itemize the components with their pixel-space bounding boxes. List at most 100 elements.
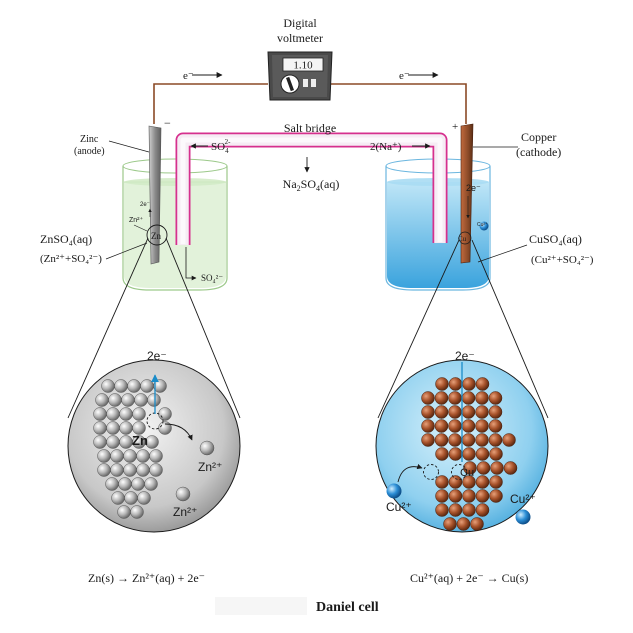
copper-solution-ions: (Cu²⁺+SO₄²⁻) [531,254,594,266]
external-wire [153,83,467,124]
copper-atom [461,405,476,419]
zinc-atom [117,505,131,519]
copper-label: Copper (cathode) [473,130,561,159]
copper-atom [489,489,503,503]
copper-atom [421,433,435,447]
copper-atom [435,377,449,391]
anode-oxidation-detail: Zn 2e⁻ Zn²⁺ SO₄²⁻ ZnSO₄(aq) (Zn²⁺+SO₄²⁻) [40,202,223,283]
copper-atom [462,475,476,489]
zinc-atom [106,421,120,435]
zinc-atom [149,449,163,463]
zinc-atom [108,393,122,407]
copper-atom [448,433,462,447]
electron-flow-left: e⁻ [183,70,223,82]
zinc-ion-label-2: Zn²⁺ [173,505,197,519]
copper-atom [462,503,476,517]
cathode-half-equation: Cu²⁺(aq) + 2e⁻ → Cu(s) [410,571,528,585]
copper-atom [489,447,503,461]
copper-atom [503,461,518,475]
copper-atom [488,433,503,447]
digital-voltmeter: Digital voltmeter 1.10 [267,16,333,101]
bridge-sodium-ion: 2(Na⁺) [370,141,402,153]
drifting-sulfate-ion: SO₄²⁻ [201,273,223,283]
copper-atom [488,405,503,419]
zinc-atom [134,393,148,407]
copper-atom [476,461,491,475]
zinc-atom [123,463,137,477]
copper-atom [448,377,463,391]
svg-text:(cathode): (cathode) [516,145,561,159]
copper-atom [448,447,463,461]
salt-bridge-label: Salt bridge [284,121,336,135]
copper-atom [475,475,490,489]
copper-atom [435,489,449,503]
copper-atom [475,391,489,405]
svg-text:Cu: Cu [458,235,467,243]
zinc-atom [131,477,145,491]
anode-sign: − [164,116,171,130]
copper-atom [434,405,449,419]
copper-atom [434,419,449,433]
copper-atom [475,377,490,391]
zinc-atom-circle [146,224,168,246]
zinc-atom [136,449,150,463]
zoom-lines [67,237,549,419]
copper-atom [448,405,462,419]
voltmeter-title-line2: voltmeter [277,31,323,45]
voltmeter-title-line1: Digital [283,16,317,30]
svg-text:Zn: Zn [151,231,161,241]
copper-atom [434,433,449,447]
zinc-atom [119,435,133,449]
svg-text:(anode): (anode) [74,146,105,157]
zinc-atom [124,491,138,505]
zinc-atom [153,379,167,393]
cathode-sign: + [452,121,458,133]
zinc-atom [105,477,119,491]
zinc-atom [95,393,109,407]
svg-text:e⁻: e⁻ [399,70,410,82]
copper-ion-label-2: Cu²⁺ [510,492,536,506]
copper-atom [456,517,471,531]
copper-atom [443,517,457,531]
svg-text:Zinc: Zinc [80,134,99,145]
zinc-atom [140,379,154,393]
copper-atom [488,419,503,433]
electron-flow-right: e⁻ [399,70,439,82]
svg-text:2e⁻: 2e⁻ [466,183,481,193]
copper-electrode: + [452,121,474,264]
copper-atom [462,377,476,391]
zinc-atom-label: Zn [132,433,148,448]
zinc-solution-ions: (Zn²⁺+SO₄²⁻) [40,253,102,265]
svg-text:Zn²⁺: Zn²⁺ [129,216,144,224]
zinc-atom [101,379,115,393]
copper-atom [448,419,462,433]
copper-atom [490,461,504,475]
zinc-atom [93,435,107,449]
zinc-atom [137,491,151,505]
zinc-solution-label: ZnSO₄(aq) [40,232,92,246]
zinc-atom [118,477,132,491]
zinc-atom [119,421,133,435]
zinc-ion-label-1: Zn²⁺ [198,460,222,474]
zinc-lattice [93,379,172,519]
copper-atom [435,475,449,489]
zinc-atom [110,463,124,477]
copper-atom [475,433,489,447]
zinc-label: Zinc (anode) [74,134,150,157]
figure-caption: Daniel cell [316,600,379,615]
copper-atom [462,447,476,461]
svg-text:Copper: Copper [521,130,556,144]
copper-atom [475,503,490,517]
copper-atom [475,447,490,461]
copper-atom [475,489,490,503]
zinc-atom [93,421,107,435]
copper-atom [475,405,489,419]
zinc-atom [93,407,107,421]
zinc-atom [144,477,158,491]
bridge-sulfate-ion: SO42- [211,138,231,155]
svg-text:e⁻: e⁻ [183,70,194,82]
copper-atom [435,447,449,461]
svg-text:Cu²⁺: Cu²⁺ [477,222,488,228]
zinc-atom [97,463,111,477]
